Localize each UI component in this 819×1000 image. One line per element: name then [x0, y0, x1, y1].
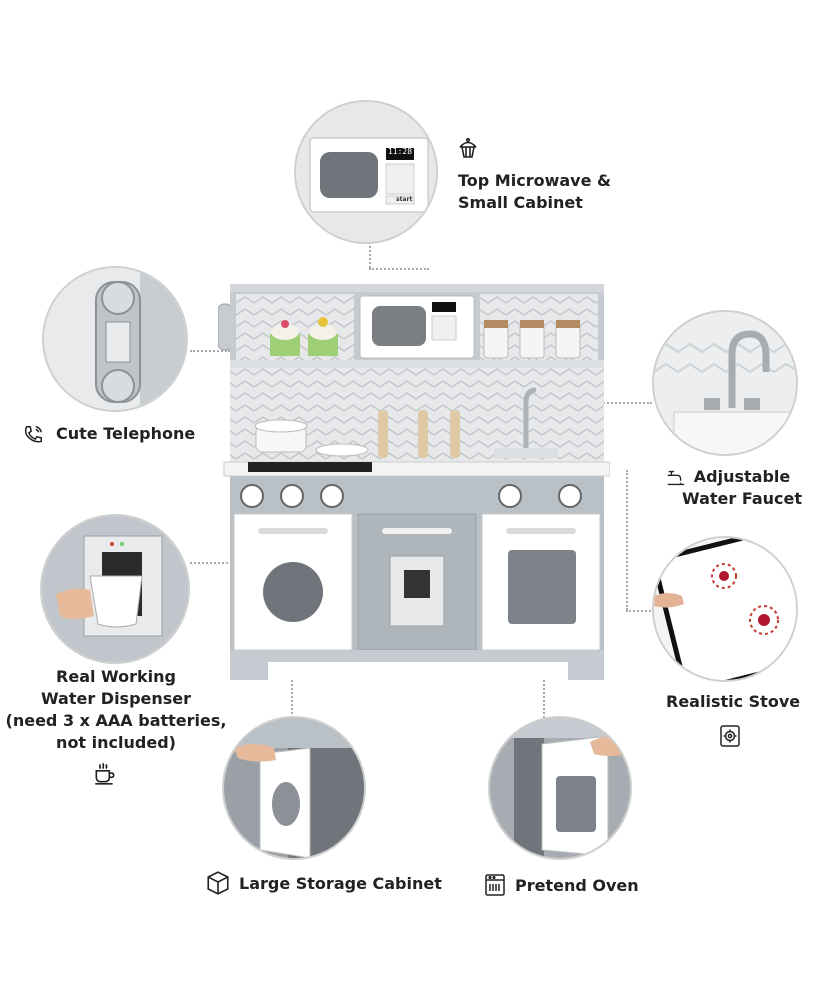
dispenser-label: Real Working Water Dispenser (need 3 x A…: [5, 667, 227, 752]
stove-icon: [718, 724, 742, 748]
microwave-clock: 11:28: [387, 147, 413, 156]
connector-faucet: [560, 402, 652, 404]
box-icon: [205, 870, 231, 896]
microwave-start-label: start: [396, 196, 413, 203]
telephone-detail-image: [42, 266, 188, 412]
phone-icon: [22, 424, 44, 446]
oven-detail-image: [488, 716, 632, 860]
connector-dispenser: [190, 562, 240, 564]
connector-telephone: [190, 350, 230, 352]
coffee-cup-icon: [92, 760, 118, 786]
oven-label: Pretend Oven: [515, 876, 639, 895]
stove-detail-image: [652, 536, 798, 682]
storage-detail-image: [222, 716, 366, 860]
faucet-detail-image: [652, 310, 798, 456]
cupcake-icon: [456, 136, 480, 160]
connector-storage: [291, 640, 293, 722]
connector-stove-h: [626, 610, 654, 612]
microwave-detail-image: 11:28 start: [294, 100, 438, 244]
stove-label: Realistic Stove: [666, 692, 801, 711]
microwave-label: Top Microwave & Small Cabinet: [458, 171, 611, 212]
connector-oven: [543, 640, 545, 722]
faucet-label: Adjustable Water Faucet: [682, 467, 802, 508]
faucet-icon: [665, 467, 687, 489]
oven-icon: [484, 873, 506, 897]
play-kitchen: [218, 282, 610, 702]
connector-microwave-h: [369, 268, 429, 270]
connector-stove: [626, 470, 628, 610]
dispenser-detail-image: [40, 514, 190, 664]
storage-label: Large Storage Cabinet: [239, 874, 442, 893]
telephone-label: Cute Telephone: [56, 424, 196, 443]
